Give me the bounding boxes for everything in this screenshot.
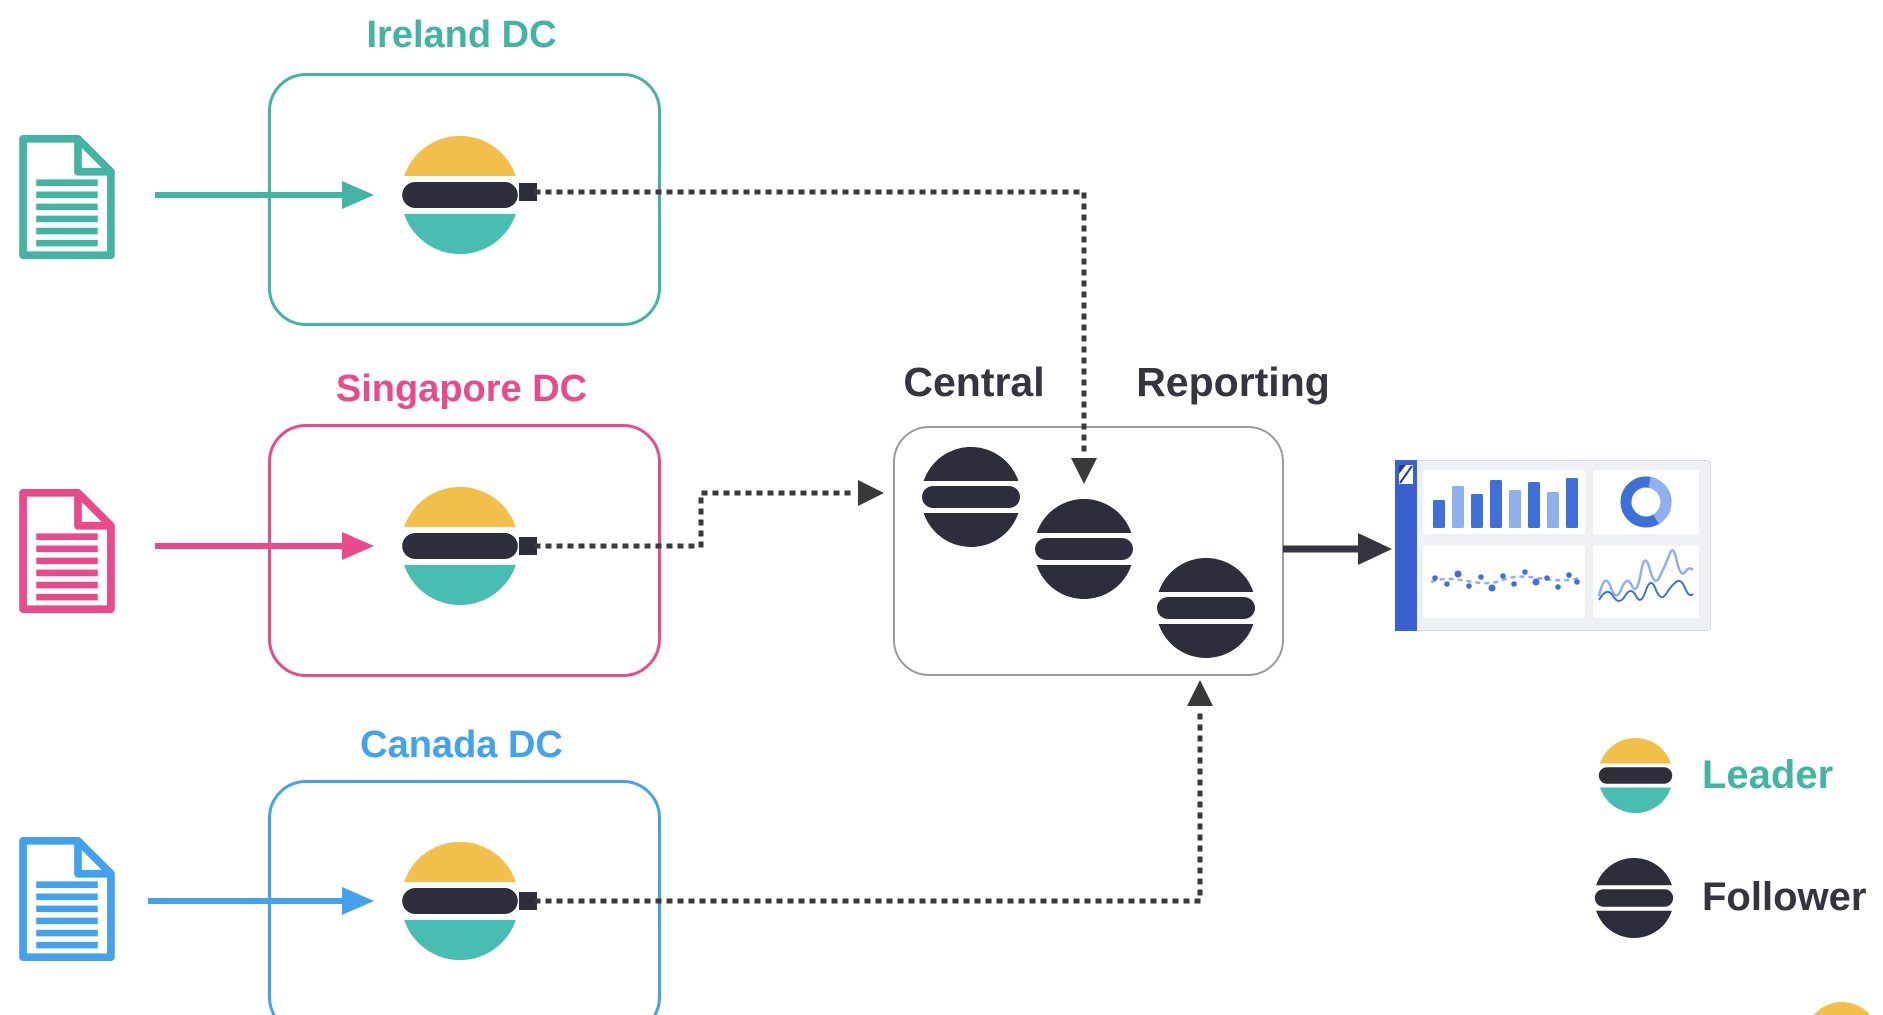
scatter-chart-icon [1423,546,1585,618]
elasticsearch-follower-icon [1594,858,1674,938]
sidebar-logo-icon [1399,465,1413,484]
cluster-title-singapore: Singapore DC [335,368,588,410]
line-chart-icon [1593,546,1699,618]
document-icon [12,130,122,264]
elasticsearch-follower-icon [921,447,1021,547]
legend-label-leader: Leader [1702,753,1834,797]
elasticsearch-leader-icon [1598,738,1673,813]
central-title-right: Reporting [1136,359,1330,405]
cluster-title-ireland: Ireland DC [366,14,557,56]
legend-label-follower: Follower [1702,875,1867,919]
elasticsearch-follower-icon [1156,558,1256,658]
elasticsearch-follower-icon [1034,499,1134,599]
cluster-title-canada: Canada DC [360,724,563,766]
elasticsearch-leader-icon [401,842,519,960]
cluster-box-singapore [268,424,661,677]
elasticsearch-leader-icon [401,487,519,605]
bar-chart-icon [1423,470,1585,534]
kibana-dashboard-icon [1395,460,1711,631]
document-icon [12,484,122,618]
arrow-central-dashboard [1283,533,1392,565]
elasticsearch-leader-icon [401,136,519,254]
donut-chart-icon [1593,470,1699,534]
partial-leader-icon [1805,1002,1879,1015]
central-title-left: Central [903,359,1045,405]
document-icon [12,832,122,966]
